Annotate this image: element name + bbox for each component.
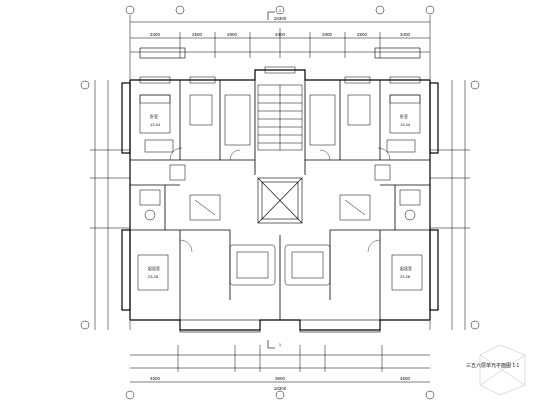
fixtures (139, 94, 421, 221)
dimension-labels: 18300 3400 2500 2800 3400 2800 2500 3400… (150, 16, 411, 391)
bottom-dim-3: 4500 (400, 376, 411, 381)
room-label-living-2: 起居室 (400, 265, 412, 271)
top-dim-2: 2500 (192, 32, 203, 37)
stairwell (257, 84, 303, 151)
balconies (139, 47, 421, 333)
side-dimension-lines (90, 80, 470, 330)
sofas (189, 194, 371, 286)
room-labels: 卧室 卧室 起居室 起居室 13.44 13.44 23.28 23.28 (148, 113, 412, 279)
top-dim-4: 3400 (275, 32, 286, 37)
section-mark-bottom: 1 (279, 342, 282, 347)
top-dim-3: 2800 (227, 32, 238, 37)
bottom-dimension-lines (130, 345, 430, 383)
section-marker-bottom (267, 340, 275, 349)
top-windows (139, 66, 421, 84)
total-width-label: 18300 (274, 16, 287, 21)
room-label-bedroom-2: 卧室 (400, 113, 408, 119)
top-dim-7: 3400 (400, 32, 411, 37)
area-label-4: 23.28 (400, 274, 411, 279)
interior-walls (130, 80, 430, 320)
area-label-3: 23.28 (148, 274, 159, 279)
bottom-total-label: 18300 (274, 386, 287, 391)
drawing-title-text: 三五六层单元平面图 1:1 (466, 363, 520, 369)
beds (137, 94, 423, 291)
top-dim-6: 2500 (357, 32, 368, 37)
top-dim-5: 2800 (322, 32, 333, 37)
area-label-2: 13.44 (400, 122, 411, 127)
room-label-bedroom-1: 卧室 (150, 113, 158, 119)
doors (169, 147, 391, 253)
drawing-title: 三五六层单元平面图 1:1 (466, 361, 536, 371)
watermark-logo (479, 344, 526, 396)
bottom-dim-2: 3600 (275, 376, 286, 381)
section-marker-top (267, 11, 275, 20)
axis-labels: 1 1 (279, 8, 282, 347)
bottom-dim-1: 4500 (150, 376, 161, 381)
area-label-1: 13.44 (150, 122, 161, 127)
core-elevator (257, 177, 303, 224)
axis-markers (80, 5, 480, 400)
section-mark-top: 1 (279, 8, 282, 13)
top-dim-1: 3400 (150, 32, 161, 37)
room-label-living-1: 起居室 (148, 265, 160, 271)
